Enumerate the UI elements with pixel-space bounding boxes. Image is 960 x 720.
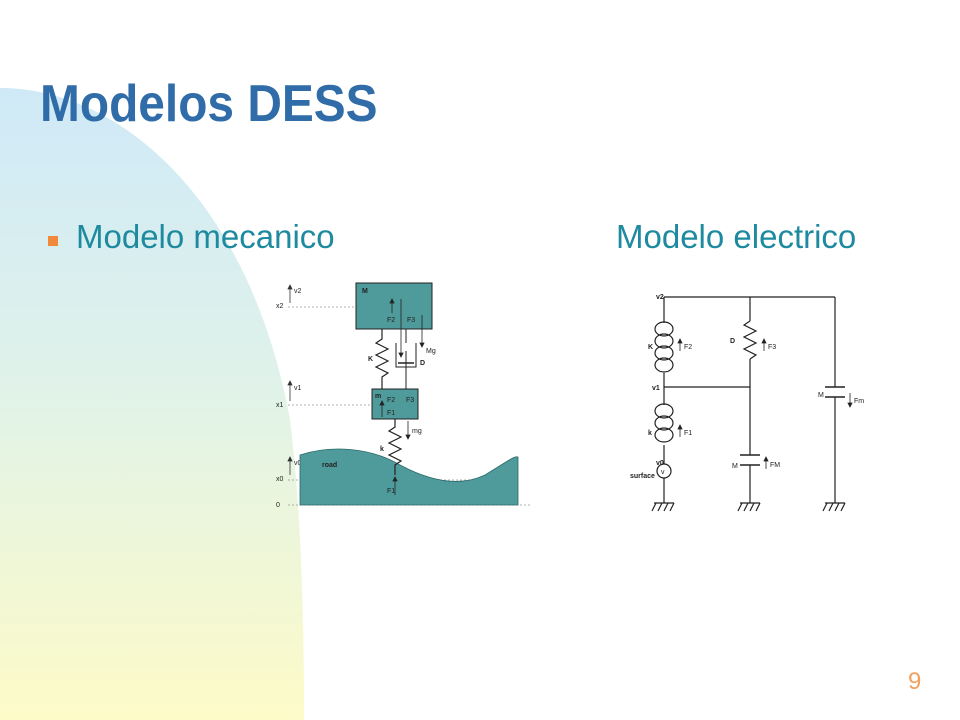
label-F3: F3 — [768, 344, 776, 351]
label-D: D — [420, 360, 425, 367]
label-F1-bottom: F1 — [387, 488, 395, 495]
label-FM: FM — [770, 462, 780, 469]
label-F3-top: F3 — [407, 317, 415, 324]
force-arrows-mid — [379, 400, 411, 440]
label-v0: v0 — [294, 460, 302, 467]
label-k: k — [648, 430, 652, 437]
label-F2-mid: F2 — [387, 397, 395, 404]
resistor-D — [742, 320, 758, 360]
ground-icon — [651, 502, 846, 512]
current-arrows — [677, 338, 853, 469]
label-F3-mid: F3 — [406, 397, 414, 404]
label-v-source: v — [661, 469, 665, 476]
inductor-k — [654, 403, 674, 443]
road-surface — [299, 448, 519, 506]
label-x1: x1 — [276, 402, 284, 409]
label-F2: F2 — [684, 344, 692, 351]
mass-M-block — [355, 282, 433, 330]
label-F1-mid: F1 — [387, 410, 395, 417]
label-v1: v1 — [294, 385, 302, 392]
label-D: D — [730, 338, 735, 345]
label-mg: mg — [412, 428, 422, 435]
label-surface: surface — [630, 473, 655, 480]
damper-D — [395, 329, 417, 389]
label-zero: 0 — [276, 502, 280, 509]
electrical-model-diagram: v v2 K F2 D F3 v1 M Fm k F1 v0 surface M… — [630, 294, 864, 512]
label-x0: x0 — [276, 476, 284, 483]
label-x2: x2 — [276, 303, 284, 310]
label-Mg: Mg — [426, 348, 436, 355]
label-F2-top: F2 — [387, 317, 395, 324]
capacitor-M-right — [825, 386, 845, 398]
mechanical-model-label: Modelo mecanico — [76, 218, 335, 255]
page-title: Modelos DESS — [40, 75, 378, 133]
inductor-K — [654, 321, 674, 373]
label-v2: v2 — [294, 288, 302, 295]
label-m: m — [375, 393, 381, 400]
label-K: K — [368, 356, 373, 363]
label-F1: F1 — [684, 430, 692, 437]
mass-m-block — [371, 388, 419, 420]
bullet-marker — [48, 236, 58, 246]
label-K: K — [648, 344, 653, 351]
capacitor-M-bottom — [740, 454, 760, 466]
label-road: road — [322, 462, 337, 469]
electrical-model-label: Modelo electrico — [616, 218, 857, 255]
label-Fm: Fm — [854, 398, 864, 405]
circuit-wires — [663, 296, 836, 503]
label-M: M — [362, 288, 368, 295]
page-number: 9 — [908, 668, 922, 695]
label-M-left: M — [818, 392, 824, 399]
mechanical-model-diagram: v2 x2 v1 x1 v0 x0 0 road M F2 F3 Mg K D … — [276, 282, 530, 509]
force-arrows-top — [389, 298, 425, 358]
voltage-source — [656, 463, 672, 479]
label-v2: v2 — [656, 294, 664, 301]
force-arrow-road — [392, 476, 398, 495]
spring-k — [387, 419, 403, 475]
label-v1: v1 — [652, 385, 660, 392]
label-M-bottom: M — [732, 463, 738, 470]
label-v0: v0 — [656, 460, 664, 467]
spring-K — [374, 329, 390, 389]
velocity-arrows — [287, 284, 293, 475]
label-k: k — [380, 446, 384, 453]
